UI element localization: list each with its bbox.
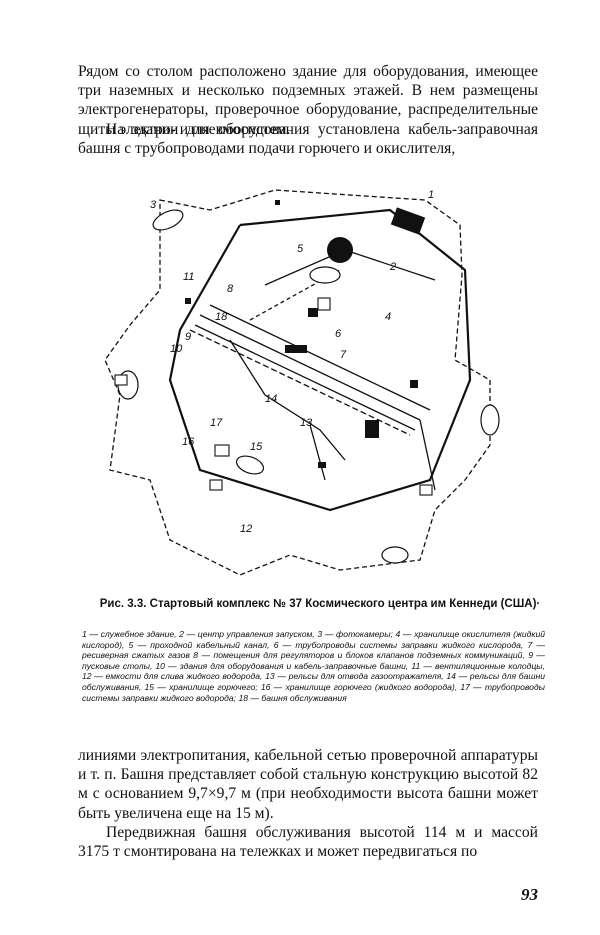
callout-6: 6	[335, 328, 342, 340]
callout-11: 11	[183, 271, 194, 283]
office-building	[390, 207, 426, 235]
figure-caption: Рис. 3.3. Стартовый комплекс № 37 Космич…	[90, 597, 550, 611]
figure-number: Рис. 3.3.	[99, 598, 147, 610]
callout-18: 18	[215, 311, 228, 323]
callout-1: 1	[428, 189, 434, 201]
callout-2: 2	[389, 261, 396, 273]
body-paragraph-3: линиями электропитания, кабельной сетью …	[78, 747, 538, 822]
callout-17: 17	[210, 417, 223, 429]
callout-16: 16	[182, 436, 195, 448]
callout-10: 10	[170, 343, 183, 355]
callout-13: 13	[300, 417, 313, 429]
launch-complex-diagram: 1 2 3 4 5 6 7 8 9 10 11 12 13 14 15 16 1…	[104, 189, 500, 576]
page-number: 93	[521, 885, 538, 904]
callout-8: 8	[227, 283, 234, 295]
body-paragraph-4: Передвижная башня обслуживания высотой 1…	[78, 824, 538, 861]
callout-14: 14	[265, 393, 277, 405]
callout-4: 4	[385, 311, 391, 323]
callout-5: 5	[297, 243, 304, 255]
callout-15: 15	[250, 441, 263, 453]
figure-legend: 1 — служебное здание, 2 — центр управлен…	[82, 629, 545, 703]
callout-9: 9	[185, 331, 191, 343]
callout-12: 12	[240, 523, 252, 535]
figure-title: Стартовый комплекс № 37 Космического цен…	[149, 598, 541, 610]
body-paragraph-1: Рядом со столом расположено здание для о…	[78, 63, 538, 138]
callout-7: 7	[340, 349, 347, 361]
body-paragraph-2: На здании для оборудования установлена к…	[78, 121, 538, 158]
launch-control-center	[327, 237, 353, 263]
callout-3: 3	[150, 199, 157, 211]
